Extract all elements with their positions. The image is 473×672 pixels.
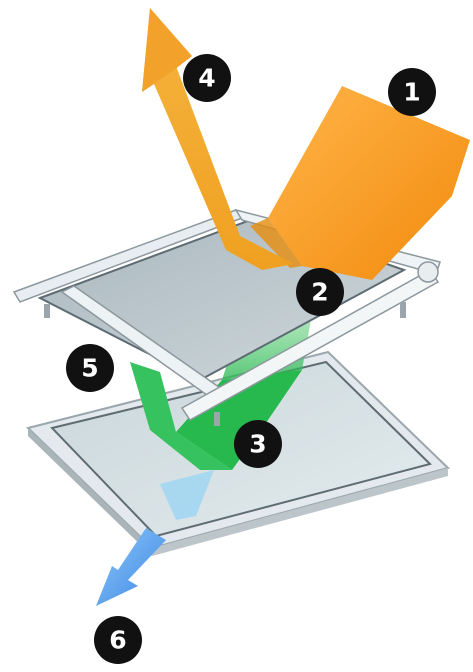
marker-4-label: 4	[198, 64, 215, 93]
top-pane-foot-left	[44, 304, 50, 318]
marker-6: 6	[94, 616, 142, 664]
marker-5: 5	[66, 344, 114, 392]
marker-4: 4	[183, 54, 231, 102]
marker-1-label: 1	[403, 78, 420, 107]
marker-5-label: 5	[81, 354, 98, 383]
marker-3-label: 3	[249, 430, 266, 459]
marker-2-label: 2	[311, 278, 328, 307]
marker-1: 1	[388, 68, 436, 116]
incident-light-sheet	[268, 86, 470, 280]
marker-2: 2	[296, 268, 344, 316]
marker-3: 3	[234, 420, 282, 468]
exit-light-arrow	[96, 528, 166, 606]
top-pane-foot-right	[400, 302, 406, 318]
marker-6-label: 6	[109, 626, 126, 655]
top-pane-roller	[418, 262, 438, 282]
top-pane-foot-front	[214, 412, 220, 426]
